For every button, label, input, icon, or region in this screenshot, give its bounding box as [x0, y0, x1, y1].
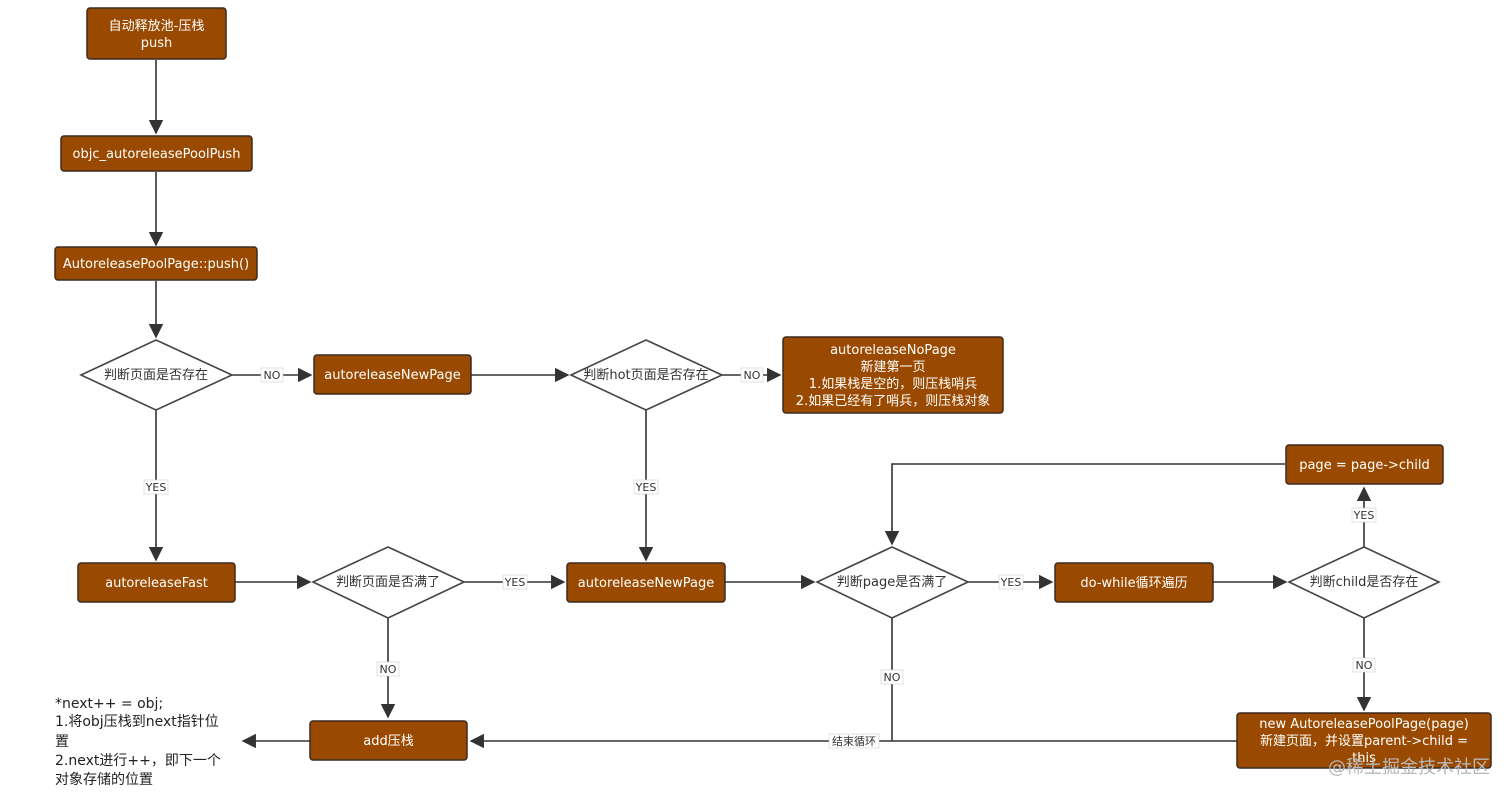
svg-text:自动释放池-压栈: 自动释放池-压栈 [109, 19, 205, 34]
decision-check-page-full: 判断page是否满了 [815, 546, 970, 619]
svg-text:判断child是否存在: 判断child是否存在 [1310, 575, 1419, 590]
edge-labels: NO NO YES YES YES YES YES NO [143, 367, 1377, 749]
process-page-child: page = page->child [1285, 444, 1444, 485]
svg-text:1.如果栈是空的，则压栈哨兵: 1.如果栈是空的，则压栈哨兵 [809, 376, 977, 392]
svg-text:add压栈: add压栈 [363, 734, 413, 749]
svg-text:判断page是否满了: 判断page是否满了 [837, 575, 947, 590]
process-no-page: autoreleaseNoPage 新建第一页 1.如果栈是空的，则压栈哨兵 2… [782, 336, 1004, 414]
process-push-title: 自动释放池-压栈 push [86, 7, 227, 60]
svg-text:autoreleaseNewPage: autoreleaseNewPage [578, 576, 715, 591]
decision-check-full: 判断页面是否满了 [311, 546, 466, 619]
process-fast: autoreleaseFast [77, 562, 236, 603]
svg-text:新建页面，并设置parent->child =: 新建页面，并设置parent->child = [1260, 733, 1468, 749]
process-do-while: do-while循环遍历 [1054, 562, 1214, 603]
svg-text:2.如果已经有了哨兵，则压栈对象: 2.如果已经有了哨兵，则压栈对象 [796, 393, 990, 409]
label-no-3: NO [376, 661, 400, 677]
decision-check-hot: 判断hot页面是否存在 [569, 339, 724, 411]
label-no-1: NO [260, 367, 284, 383]
svg-text:判断hot页面是否存在: 判断hot页面是否存在 [583, 368, 708, 383]
label-no-2: NO [740, 367, 764, 383]
svg-text:objc_autoreleasePoolPush: objc_autoreleasePoolPush [73, 147, 241, 162]
svg-text:1.将obj压栈到next指针位: 1.将obj压栈到next指针位 [55, 714, 219, 730]
decision-check-child: 判断child是否存在 [1287, 546, 1441, 619]
svg-text:YES: YES [1353, 509, 1375, 522]
svg-text:NO: NO [1356, 659, 1373, 672]
svg-text:结束循环: 结束循环 [832, 735, 876, 748]
watermark: @稀土掘金技术社区 [1328, 757, 1490, 778]
decision-check-page: 判断页面是否存在 [79, 339, 234, 411]
svg-text:autoreleaseNewPage: autoreleaseNewPage [324, 368, 461, 383]
svg-text:YES: YES [504, 576, 526, 589]
svg-text:NO: NO [380, 663, 397, 676]
label-yes-4: YES [998, 574, 1024, 590]
svg-text:AutoreleasePoolPage::push(): AutoreleasePoolPage::push() [63, 257, 249, 272]
label-no-5: NO [1352, 657, 1376, 673]
svg-text:置: 置 [55, 734, 69, 750]
svg-text:do-while循环遍历: do-while循环遍历 [1080, 575, 1187, 591]
svg-text:*next++ = obj;: *next++ = obj; [55, 696, 163, 712]
svg-text:判断页面是否存在: 判断页面是否存在 [104, 368, 208, 383]
svg-text:page = page->child: page = page->child [1299, 458, 1430, 473]
svg-text:autoreleaseNoPage: autoreleaseNoPage [830, 343, 956, 358]
svg-text:对象存储的位置: 对象存储的位置 [55, 772, 153, 788]
process-objc-push: objc_autoreleasePoolPush [60, 135, 253, 172]
label-yes-1: YES [143, 479, 169, 495]
svg-text:new AutoreleasePoolPage(page): new AutoreleasePoolPage(page) [1259, 717, 1469, 732]
process-page-push: AutoreleasePoolPage::push() [54, 246, 258, 281]
svg-text:新建第一页: 新建第一页 [860, 359, 925, 375]
svg-text:push: push [141, 36, 173, 51]
process-new-pool-page: new AutoreleasePoolPage(page) 新建页面，并设置pa… [1236, 712, 1492, 769]
svg-text:YES: YES [1000, 576, 1022, 589]
label-yes-5: YES [1351, 507, 1377, 523]
label-yes-2: YES [633, 479, 659, 495]
svg-text:YES: YES [635, 481, 657, 494]
svg-text:NO: NO [884, 671, 901, 684]
svg-text:NO: NO [744, 369, 761, 382]
edges [148, 60, 1372, 749]
process-new-page-1: autoreleaseNewPage [313, 354, 472, 395]
svg-text:判断页面是否满了: 判断页面是否满了 [336, 575, 440, 590]
label-no-4: NO [880, 669, 904, 685]
edge-pagechild-loop [884, 463, 1285, 546]
process-new-page-2: autoreleaseNewPage [566, 562, 726, 603]
note-text: *next++ = obj; 1.将obj压栈到next指针位 置 2.next… [55, 696, 221, 788]
process-add-push: add压栈 [309, 720, 468, 761]
svg-text:NO: NO [264, 369, 281, 382]
svg-text:autoreleaseFast: autoreleaseFast [105, 576, 208, 591]
svg-text:2.next进行++，即下一个: 2.next进行++，即下一个 [55, 753, 221, 769]
svg-text:this: this [1352, 751, 1376, 766]
svg-text:YES: YES [145, 481, 167, 494]
label-yes-3: YES [502, 574, 528, 590]
label-end-loop: 结束循环 [828, 733, 880, 749]
